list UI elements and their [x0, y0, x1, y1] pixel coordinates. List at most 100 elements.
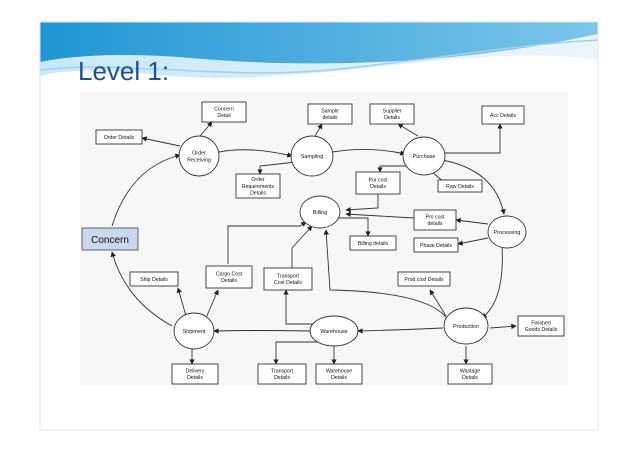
store-prod-cost-label: Prod cost Details [404, 277, 444, 283]
store-transport-details-box [257, 363, 307, 385]
store-transport-cost-label: Transport [277, 273, 300, 279]
store-delivery-details-box [171, 363, 219, 385]
store-warehouse-details-box [315, 363, 363, 385]
flow-order-to-concern-detail [199, 121, 213, 137]
flow-procost-to-billing [345, 211, 415, 219]
store-supplier-details-label: Supplier [382, 108, 401, 114]
store-pro-cost-label: Pro cost [425, 214, 445, 220]
process-sampling-label: Sampling [301, 154, 323, 160]
store-pur-cost-label: Pur cost [368, 177, 388, 183]
flow-shipment-to-concern [110, 251, 173, 327]
flow-production-to-billing [323, 229, 449, 321]
store-wastage-details-label: Wastage [460, 368, 480, 374]
external-entity-group: Concern [81, 227, 139, 251]
flow-purchase-to-supplier [397, 123, 419, 137]
header-wave-line [39, 39, 599, 74]
store-raw-details-box [437, 179, 483, 193]
flow-billing-to-billing-details [336, 217, 371, 237]
store-pro-cost-box [413, 209, 457, 231]
store-transport-details-label: Transport [271, 368, 294, 374]
flow-shipment-to-cargo [205, 289, 219, 319]
flow-warehouse-to-shipment [213, 328, 311, 334]
store-cargo-cost-label: Cargo Cost [216, 271, 243, 277]
store-order-details-label: Order Details [104, 135, 135, 141]
store-order-details: Order Details [95, 129, 143, 145]
flow-production-to-finished [489, 323, 517, 330]
store-delivery-details-label: Delivery [186, 368, 205, 374]
process-processing: Processing [487, 215, 527, 249]
store-acc-details-label: Acc Details [490, 113, 516, 119]
store-phase-details-label: Phase Details [420, 243, 452, 249]
store-pro-cost-label: details [428, 221, 443, 227]
flow-production-to-prodcost [429, 289, 447, 317]
store-cargo-cost-label: Details [221, 278, 237, 284]
process-billing-label: Billing [313, 210, 327, 216]
store-order-requirements-label: Requirements [242, 184, 275, 190]
process-warehouse: Warehouse [309, 315, 359, 347]
process-shipment-shape [173, 312, 215, 350]
store-transport-cost-box [263, 267, 313, 291]
store-concern-detail-label: Concern [214, 106, 234, 112]
store-finished-goods-label: Finished [531, 320, 551, 326]
store-order-requirements-box [235, 173, 281, 199]
store-finished-goods-label: Goods Details [525, 327, 558, 333]
flow-production-to-warehouse [357, 327, 444, 334]
store-phase-details-box [413, 237, 459, 253]
store-warehouse-details-label: Warehouse [326, 368, 352, 374]
store-wastage-details-box [447, 363, 493, 385]
process-processing-label: Processing [494, 230, 521, 236]
process-billing-shape [299, 195, 341, 229]
store-acc-details: Acc Details [481, 105, 525, 125]
store-pur-cost-label: Details [370, 184, 386, 190]
process-billing: Billing [299, 195, 341, 229]
flow-purchase-to-acc [442, 123, 503, 154]
store-supplier-details-label: Details [384, 115, 400, 121]
external-entity-concern-box [81, 227, 139, 251]
process-order-receiving-label: Order [192, 150, 206, 156]
store-order-requirements-label: Details [250, 191, 266, 197]
store-sample-details-label: Sample [321, 108, 339, 114]
external-entity-concern: Concern [81, 227, 139, 251]
process-purchase-label: Purchase [413, 154, 436, 160]
store-phase-details: Phase Details [413, 237, 459, 253]
store-finished-goods-box [517, 315, 565, 337]
process-order-receiving-label: Receiving [187, 157, 211, 163]
process-warehouse-shape [309, 315, 359, 347]
store-ship-details: Ship Details [129, 271, 179, 287]
store-order-requirements-label: Order [251, 177, 265, 183]
process-sampling: Sampling [290, 135, 334, 177]
flow-sampling-to-purchase [331, 148, 406, 156]
data-stores: Order DetailsConcernDetailSampledetailsS… [95, 101, 565, 385]
process-processing-shape [487, 215, 527, 249]
store-ship-details-box [129, 271, 179, 287]
store-order-details-box [95, 129, 143, 145]
store-acc-details-box [481, 105, 525, 125]
store-raw-details-label: Raw Details [446, 184, 474, 190]
store-transport-cost-label: Cost Details [274, 280, 302, 286]
flow-warehouse-to-transport-cost [283, 289, 318, 325]
flow-warehouse-to-transport-details [273, 341, 318, 365]
flow-concern-to-order [111, 153, 181, 227]
store-billing-details-label: Billing details [358, 241, 389, 247]
flow-processing-to-production [481, 245, 503, 319]
slide-frame [39, 21, 599, 431]
store-sample-details-label: details [323, 115, 338, 121]
flow-sampling-to-sample-details [314, 123, 323, 137]
store-pur-cost-box [355, 171, 401, 195]
store-billing-details: Billing details [349, 235, 397, 251]
flow-sampling-to-order-requirements [257, 161, 297, 175]
store-delivery-details-label: Details [187, 375, 203, 381]
flow-purchase-to-processing [441, 159, 506, 215]
store-warehouse-details-label: Details [331, 375, 347, 381]
